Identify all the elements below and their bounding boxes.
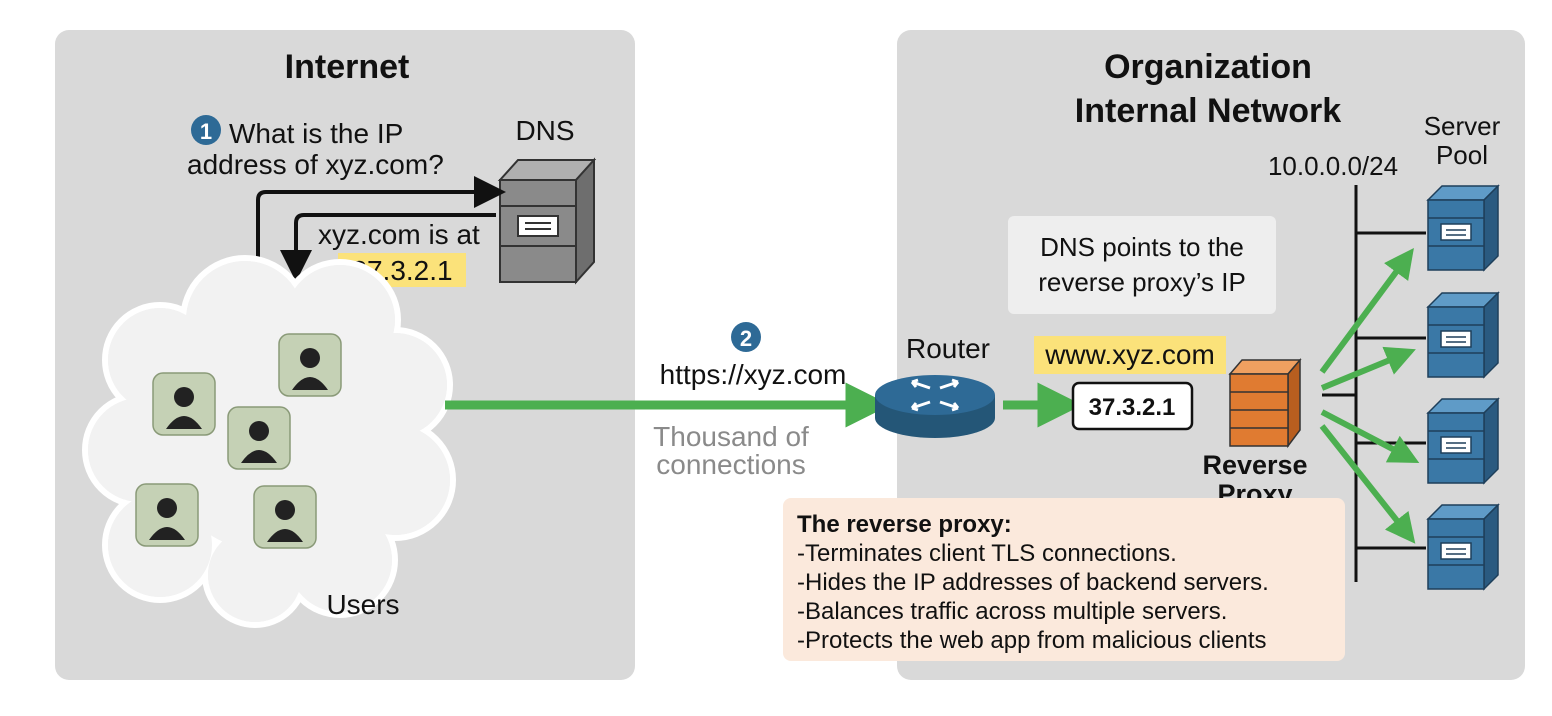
domain-highlight xyxy=(1034,336,1226,374)
pool-label-line1: Server xyxy=(1424,111,1501,141)
balance-arrow xyxy=(1320,409,1420,463)
reverse-proxy-icon xyxy=(1228,357,1302,449)
user-icon xyxy=(253,485,317,549)
svg-text:1: 1 xyxy=(200,119,212,144)
https-url: https://xyz.com xyxy=(660,359,847,390)
proxy-note-item: -Terminates client TLS connections. xyxy=(797,540,1177,567)
router-label: Router xyxy=(906,333,990,364)
dns-query-arrow xyxy=(256,176,506,293)
server-icon xyxy=(1426,184,1500,272)
connections-line1: Thousand of xyxy=(653,421,809,452)
internet-title: Internet xyxy=(285,48,410,86)
step-2-badge: 2 xyxy=(731,322,761,352)
users-label: Users xyxy=(326,589,399,620)
subnet-label: 10.0.0.0/24 xyxy=(1268,151,1398,181)
dns-query-line1: What is the IP xyxy=(229,118,403,149)
dns-note-line1: DNS points to the xyxy=(1040,232,1244,262)
reverse-proxy-note: The reverse proxy: -Terminates client TL… xyxy=(783,498,1345,661)
user-icon xyxy=(135,483,199,547)
server-icon xyxy=(1426,397,1500,485)
proxy-ip: 37.3.2.1 xyxy=(1089,394,1176,421)
server-pool xyxy=(1426,184,1500,591)
dns-note: DNS points to the reverse proxy’s IP xyxy=(1008,216,1276,314)
dns-answer-arrow xyxy=(280,213,496,282)
org-title-line1: Organization xyxy=(1104,48,1312,86)
proxy-note-item: -Balances traffic across multiple server… xyxy=(797,598,1228,625)
user-icon xyxy=(152,372,216,436)
proxy-ip-box xyxy=(1071,381,1194,431)
proxy-note-item: -Hides the IP addresses of backend serve… xyxy=(797,569,1269,596)
server-icon xyxy=(1426,503,1500,591)
server-icon xyxy=(1426,291,1500,379)
user-icon xyxy=(227,406,291,470)
dns-label: DNS xyxy=(515,115,574,146)
balance-arrow xyxy=(1319,247,1414,374)
dns-server-icon xyxy=(497,157,597,285)
org-title-line2: Internal Network xyxy=(1075,92,1341,130)
domain-label: www.xyz.com xyxy=(1044,339,1215,370)
svg-text:2: 2 xyxy=(740,326,752,351)
dns-answer-text: xyz.com is at xyxy=(318,219,480,250)
pool-label-line2: Pool xyxy=(1436,140,1488,170)
step-1-badge: 1 xyxy=(191,115,221,145)
proxy-note-title: The reverse proxy: xyxy=(797,511,1012,538)
proxy-label-line1: Reverse xyxy=(1202,450,1307,480)
dns-note-line2: reverse proxy’s IP xyxy=(1038,267,1246,297)
balance-arrow xyxy=(1319,424,1416,544)
balance-arrow xyxy=(1320,346,1416,391)
connections-line2: connections xyxy=(656,449,805,480)
router-icon xyxy=(875,375,995,438)
user-icon xyxy=(278,333,342,397)
proxy-note-item: -Protects the web app from malicious cli… xyxy=(797,627,1267,654)
dns-query-line2: address of xyz.com? xyxy=(187,149,444,180)
